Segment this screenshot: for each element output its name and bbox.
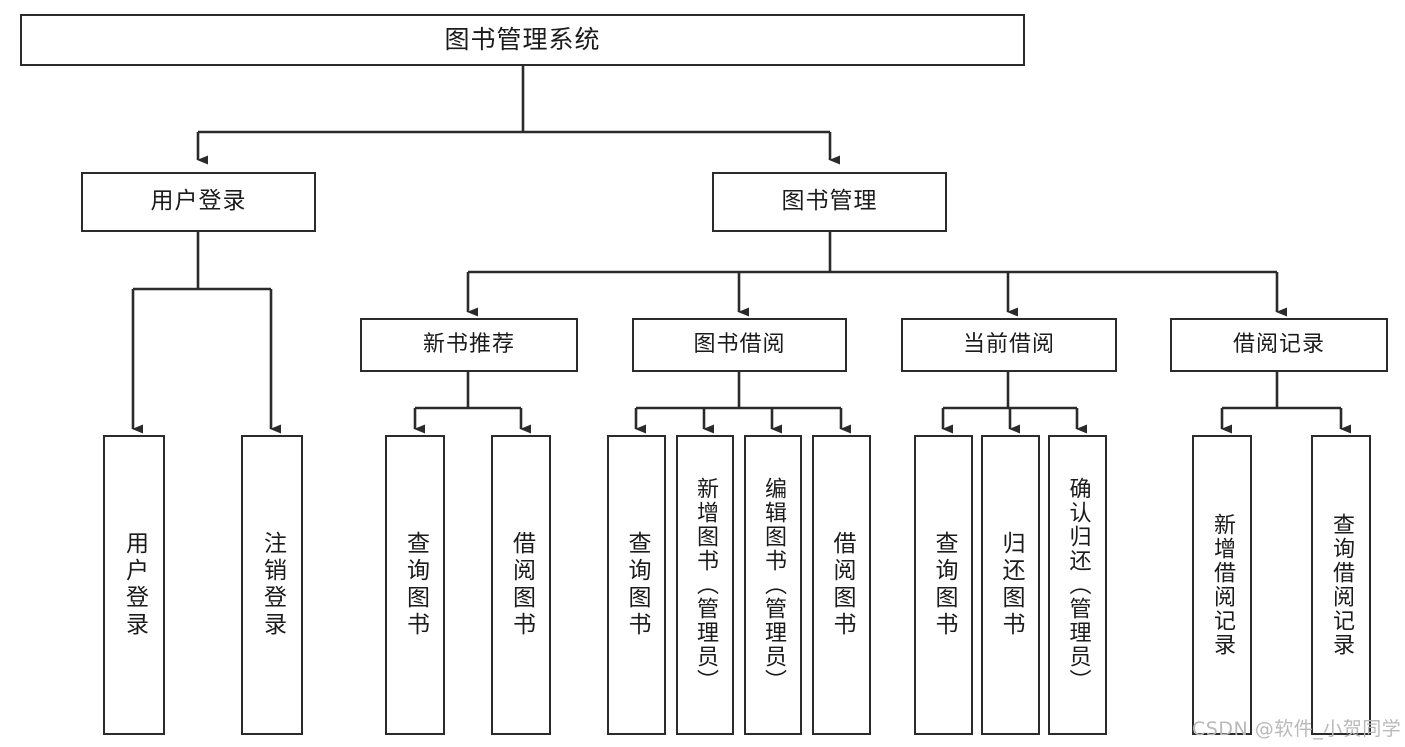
watermark-text: CSDN @软件_小贺同学: [1192, 718, 1402, 740]
node-current-borrow-label: 当前借阅: [962, 332, 1055, 358]
node-leaf-query-book-3: 查询图书: [914, 435, 973, 735]
node-leaf-user-login-label: 用户登录: [121, 531, 148, 639]
node-leaf-logout-login-label: 注销登录: [259, 531, 286, 639]
node-book-management-label: 图书管理: [781, 188, 878, 215]
node-borrow-record: 借阅记录: [1170, 318, 1388, 372]
node-root-system: 图书管理系统: [20, 14, 1025, 66]
node-leaf-borrow-book-2-label: 借阅图书: [829, 531, 855, 639]
node-leaf-query-book-1: 查询图书: [385, 435, 445, 735]
node-root-system-label: 图书管理系统: [444, 25, 601, 55]
node-user-login: 用户登录: [81, 172, 316, 232]
node-leaf-borrow-book-1-label: 借阅图书: [508, 531, 535, 639]
node-leaf-return-book: 归还图书: [981, 435, 1040, 735]
node-leaf-query-book-1-label: 查询图书: [402, 531, 429, 639]
node-borrow-record-label: 借阅记录: [1232, 332, 1325, 358]
node-leaf-query-book-3-label: 查询图书: [931, 531, 957, 639]
node-leaf-add-borrow-record-label: 新增借阅记录: [1210, 513, 1235, 657]
node-user-login-label: 用户登录: [150, 188, 247, 215]
node-leaf-borrow-book-2: 借阅图书: [812, 435, 871, 735]
node-leaf-query-borrow-record-label: 查询借阅记录: [1329, 513, 1354, 657]
node-leaf-borrow-book-1: 借阅图书: [491, 435, 551, 735]
node-leaf-query-book-2: 查询图书: [607, 435, 666, 735]
node-new-book-recommend-label: 新书推荐: [422, 332, 515, 358]
node-leaf-query-book-2-label: 查询图书: [624, 531, 650, 639]
node-leaf-return-book-label: 归还图书: [998, 531, 1024, 639]
node-leaf-query-borrow-record: 查询借阅记录: [1311, 435, 1371, 735]
node-leaf-confirm-return-admin: 确认归还（管理员）: [1048, 435, 1107, 735]
node-book-borrow: 图书借阅: [632, 318, 847, 372]
node-leaf-edit-book-admin-label: 编辑图书（管理员）: [761, 477, 786, 693]
node-leaf-confirm-return-admin-label: 确认归还（管理员）: [1065, 477, 1091, 693]
node-leaf-add-borrow-record: 新增借阅记录: [1192, 435, 1252, 735]
node-book-management: 图书管理: [712, 172, 947, 232]
node-book-borrow-label: 图书借阅: [693, 332, 786, 358]
node-leaf-add-book-admin-label: 新增图书（管理员）: [693, 477, 718, 693]
node-new-book-recommend: 新书推荐: [360, 318, 578, 372]
node-current-borrow: 当前借阅: [901, 318, 1117, 372]
node-leaf-edit-book-admin: 编辑图书（管理员）: [744, 435, 802, 735]
node-leaf-logout-login: 注销登录: [241, 435, 303, 735]
node-leaf-user-login: 用户登录: [103, 435, 165, 735]
node-leaf-add-book-admin: 新增图书（管理员）: [676, 435, 734, 735]
